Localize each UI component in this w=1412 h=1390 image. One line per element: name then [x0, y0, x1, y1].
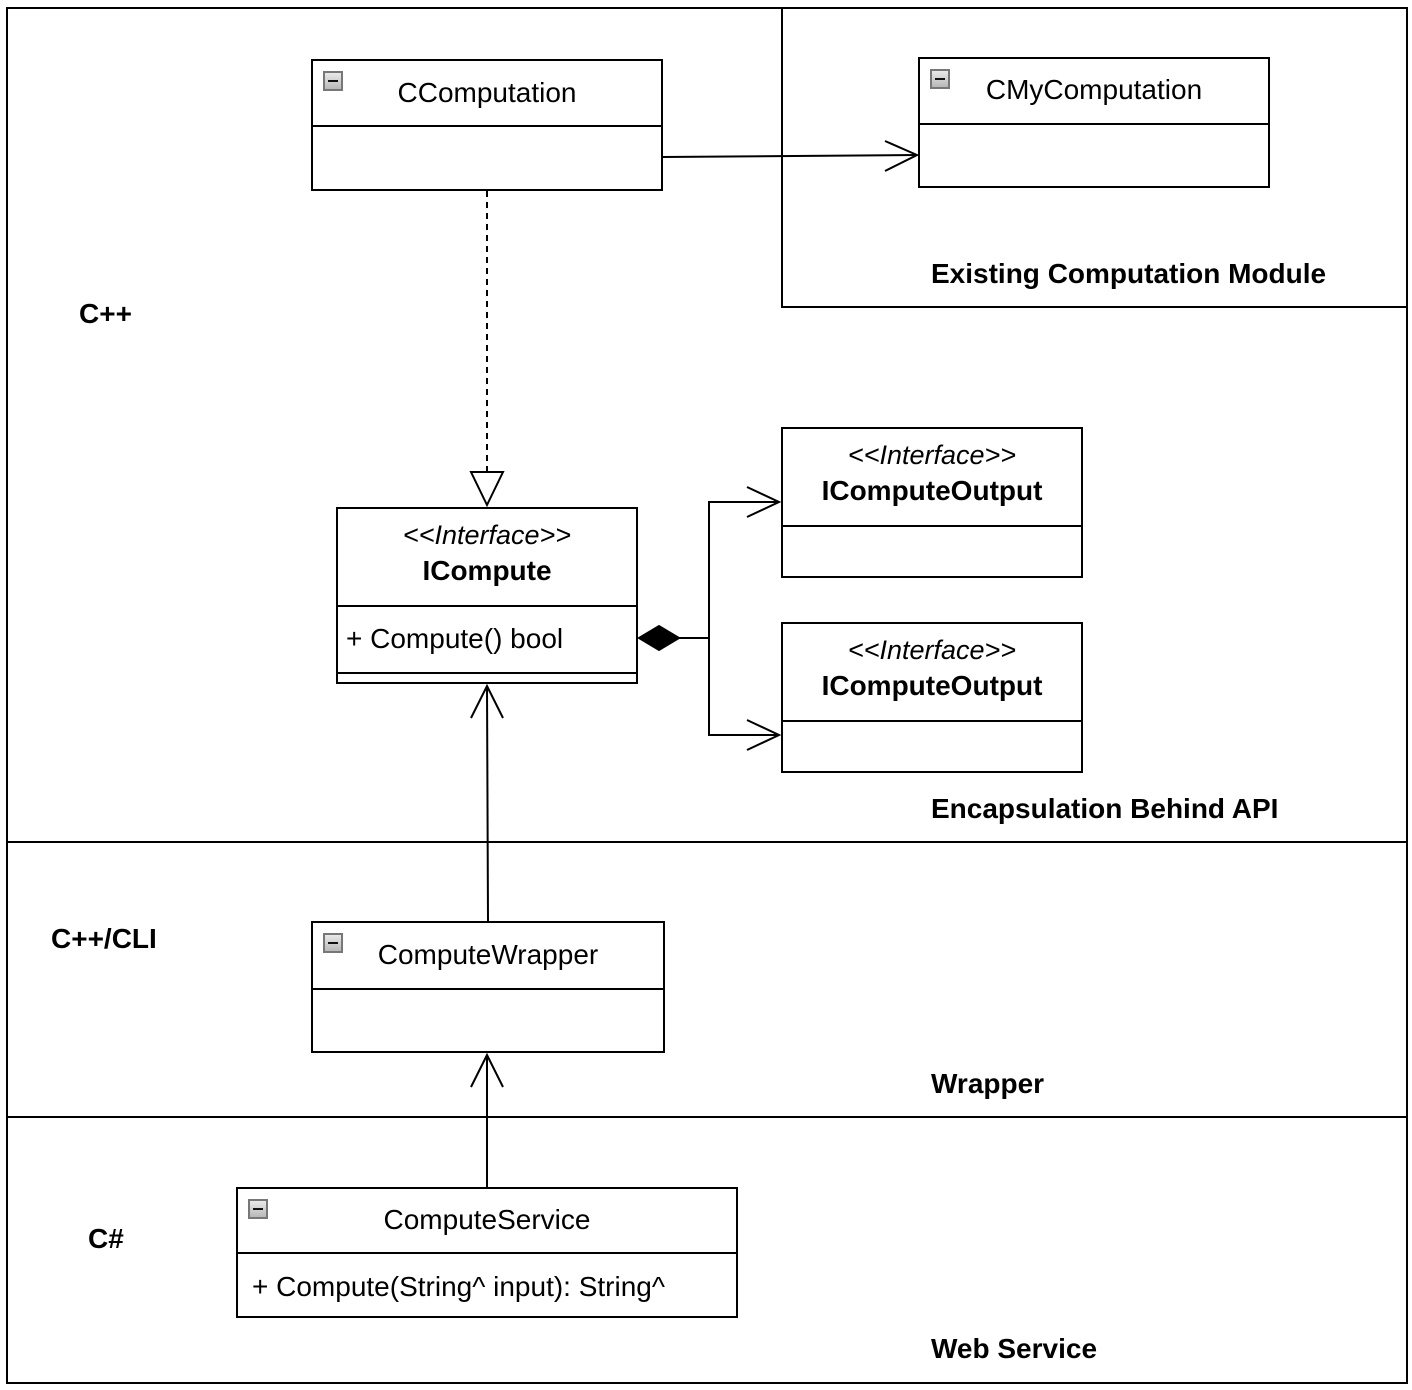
language-label-csharp: C# — [88, 1223, 124, 1254]
composition-diamond — [637, 624, 681, 652]
assoc-ccomputation-cmycomputation — [662, 154, 918, 158]
class-header: <<Interface>> ICompute — [338, 509, 636, 607]
arrowhead-open — [884, 140, 920, 172]
assoc-wrapper-icompute — [486, 685, 489, 922]
class-header: CMyComputation — [920, 59, 1268, 125]
interface-icomputeoutput-1[interactable]: <<Interface>> IComputeOutput — [781, 427, 1083, 578]
class-cmycomputation[interactable]: CMyComputation — [918, 57, 1270, 188]
composition-branch — [708, 501, 779, 736]
collapse-icon[interactable] — [930, 69, 950, 89]
operation-compute: + Compute() bool — [346, 623, 564, 654]
region-label-existing-module: Existing Computation Module — [931, 258, 1327, 289]
language-label-cppcli: C++/CLI — [51, 923, 157, 954]
region-label-encapsulation: Encapsulation Behind API — [931, 793, 1279, 824]
class-header: ComputeService — [238, 1189, 736, 1254]
interface-icomputeoutput-2[interactable]: <<Interface>> IComputeOutput — [781, 622, 1083, 773]
class-ccomputation[interactable]: CComputation — [311, 59, 663, 191]
stereotype: <<Interface>> — [847, 635, 1017, 665]
class-header: CComputation — [313, 61, 661, 127]
outer-frame — [6, 7, 1408, 1384]
operation-compute: + Compute(String^ input): String^ — [252, 1271, 666, 1302]
region-label-wrapper: Wrapper — [931, 1068, 1045, 1099]
stereotype: <<Interface>> — [847, 440, 1017, 470]
region-label-web-service: Web Service — [931, 1333, 1098, 1364]
interface-name: ICompute — [422, 555, 552, 586]
class-name: ComputeService — [383, 1204, 591, 1235]
collapse-icon[interactable] — [323, 71, 343, 91]
collapse-icon[interactable] — [323, 933, 343, 953]
compartment-divider — [338, 672, 636, 674]
class-header: <<Interface>> IComputeOutput — [783, 429, 1081, 527]
arrowhead-hollow-triangle — [469, 471, 505, 508]
stereotype: <<Interface>> — [402, 520, 572, 550]
arrowhead-open — [746, 719, 782, 751]
arrowhead-open — [470, 1052, 504, 1088]
class-name: ComputeWrapper — [377, 939, 599, 970]
collapse-icon[interactable] — [248, 1199, 268, 1219]
arrowhead-open — [470, 683, 504, 719]
class-computeservice[interactable]: ComputeService + Compute(String^ input):… — [236, 1187, 738, 1318]
language-label-cpp: C++ — [79, 298, 132, 329]
class-name: CComputation — [397, 77, 577, 108]
interface-icompute[interactable]: <<Interface>> ICompute + Compute() bool — [336, 507, 638, 684]
arrowhead-open — [746, 486, 782, 518]
class-header: ComputeWrapper — [313, 923, 663, 990]
interface-name: IComputeOutput — [821, 475, 1043, 506]
existing-module-frame — [781, 8, 1407, 308]
interface-name: IComputeOutput — [821, 670, 1043, 701]
class-name: CMyComputation — [985, 74, 1203, 105]
class-computewrapper[interactable]: ComputeWrapper — [311, 921, 665, 1053]
class-header: <<Interface>> IComputeOutput — [783, 624, 1081, 722]
